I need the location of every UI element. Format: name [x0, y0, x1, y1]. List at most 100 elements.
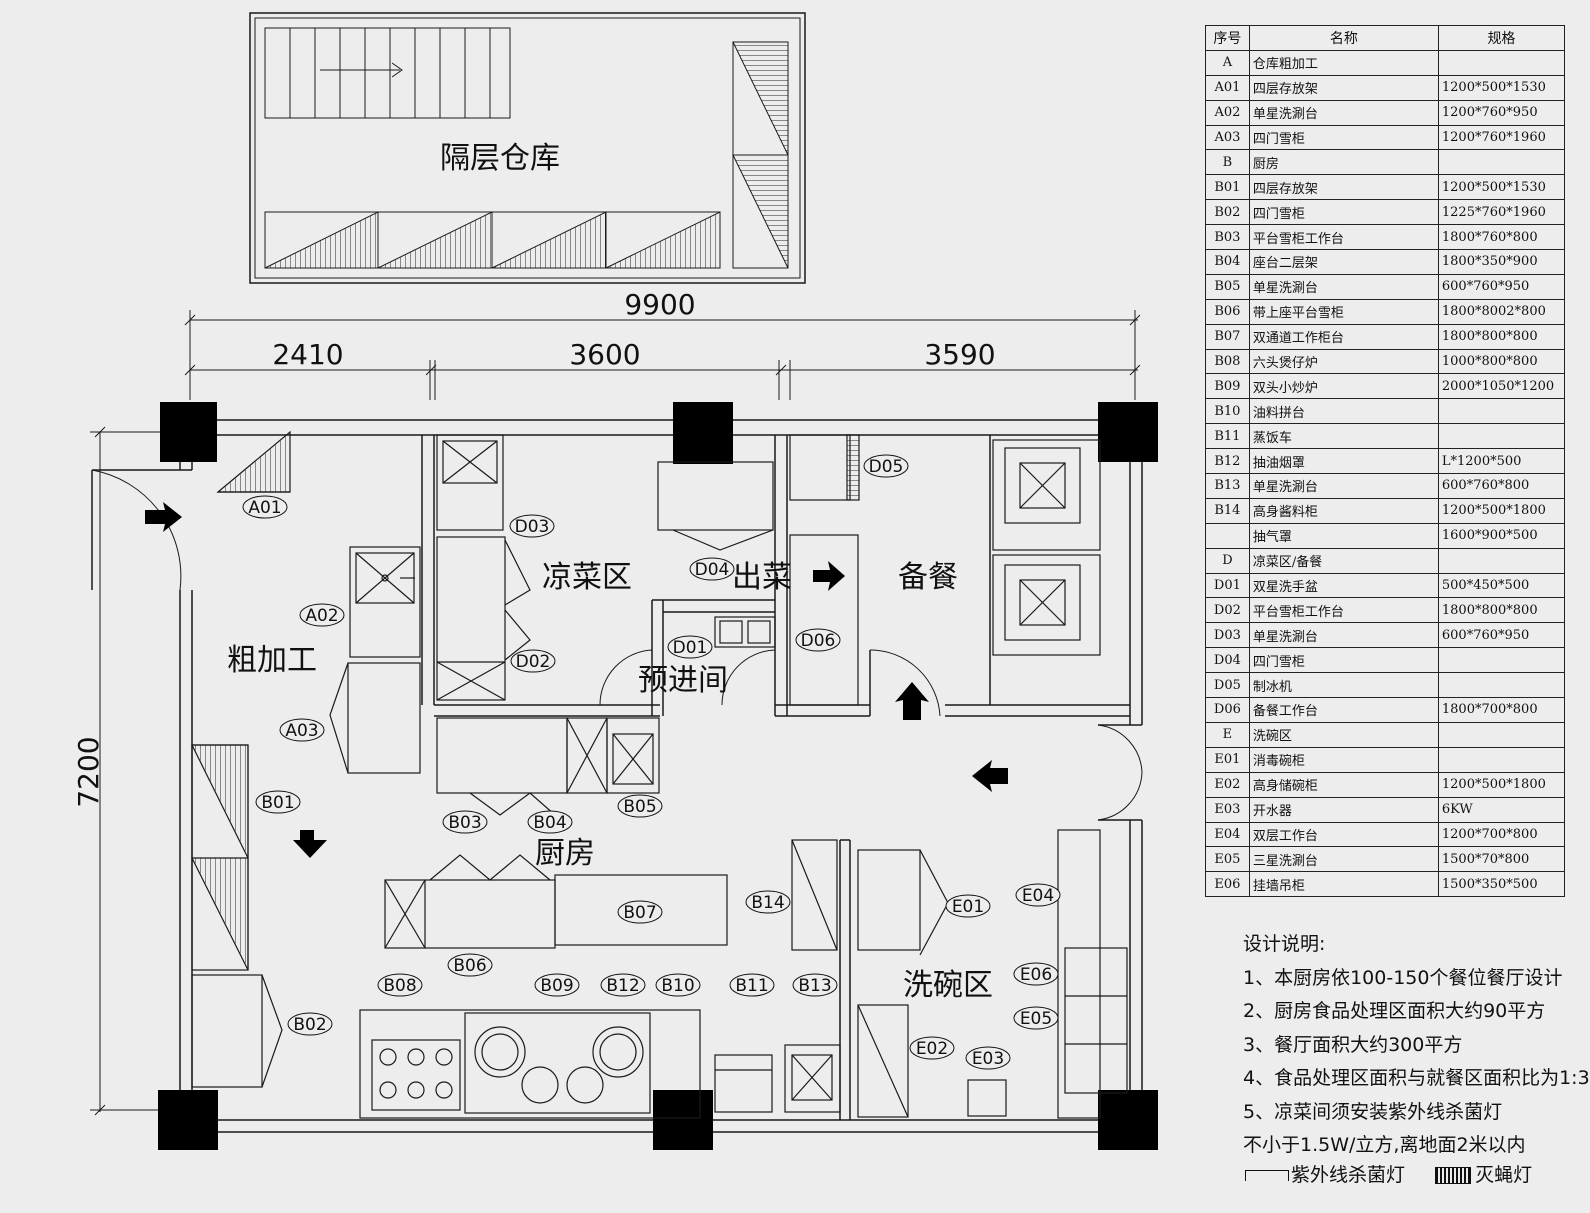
row-name: 平台雪柜工作台 [1248, 224, 1439, 251]
partitions [421, 435, 1130, 1120]
mezzanine-warehouse [249, 12, 806, 284]
dim-seg-3: 3590 [924, 338, 995, 371]
equipment-tag-b12: B12 [600, 973, 646, 997]
equipment-tag-b06: B06 [447, 953, 493, 977]
row-name: 抽气罩 [1248, 522, 1439, 549]
tag-text: B06 [453, 956, 486, 976]
tag-bubble [729, 973, 775, 997]
row-spec [1437, 49, 1566, 76]
equipment-tag-e06: E06 [1013, 962, 1059, 986]
equipment-tag-e05: E05 [1013, 1006, 1059, 1030]
row-spec [1437, 547, 1566, 574]
row-spec: 1500*70*800 [1437, 846, 1566, 873]
tag-text: B10 [661, 976, 694, 996]
row-spec: 1200*760*1960 [1437, 124, 1566, 151]
row-index: D04 [1205, 647, 1250, 674]
tag-bubble [534, 973, 580, 997]
note-line-3: 3、餐厅面积大约300平方 [1243, 1033, 1463, 1056]
equipment-tag-d04: D04 [689, 557, 735, 581]
row-name: 四层存放架 [1248, 174, 1439, 201]
row-spec: 600*760*950 [1437, 622, 1566, 649]
tag-bubble [745, 890, 791, 914]
row-index: E03 [1205, 796, 1250, 823]
row-name: 洗碗区 [1248, 721, 1439, 748]
tag-text: E06 [1020, 965, 1052, 985]
row-index: A03 [1205, 124, 1250, 151]
row-index: D06 [1205, 697, 1250, 723]
dim-seg-1: 2410 [272, 338, 343, 371]
row-spec: 500*450*500 [1437, 572, 1566, 599]
tag-text: E04 [1022, 886, 1054, 906]
note-line-5: 5、凉菜间须安装紫外线杀菌灯 [1243, 1100, 1503, 1123]
equipment-tag-e03: E03 [965, 1046, 1011, 1070]
row-name: 凉菜区/备餐 [1248, 547, 1439, 574]
row-index: E01 [1205, 746, 1250, 773]
row-index: B [1205, 149, 1250, 176]
tag-bubble [667, 635, 713, 659]
row-spec: 1000*800*800 [1437, 348, 1566, 375]
tag-text: B05 [623, 797, 656, 817]
row-index: D05 [1205, 672, 1250, 699]
tag-text: E05 [1020, 1009, 1052, 1029]
row-name: 蒸饭车 [1248, 423, 1439, 450]
dim-total-width: 9900 [624, 288, 695, 321]
row-name: 高身储碗柜 [1248, 771, 1439, 798]
row-index: D03 [1205, 622, 1250, 649]
tag-bubble [965, 1046, 1011, 1070]
row-spec [1437, 721, 1566, 748]
tag-bubble [527, 810, 573, 834]
row-name: 平台雪柜工作台 [1248, 597, 1439, 624]
row-spec: L*1200*500 [1437, 448, 1566, 475]
room-dishwashing: 洗碗区 [903, 968, 993, 1003]
tag-bubble [1015, 883, 1061, 907]
equipment-tag-b13: B13 [792, 973, 838, 997]
tag-text: B07 [623, 903, 656, 923]
equipment-tag-b05: B05 [617, 794, 663, 818]
row-index: B08 [1205, 348, 1250, 375]
tag-bubble [617, 900, 663, 924]
equipment-tag-b02: B02 [287, 1012, 333, 1036]
flow-arrows [145, 502, 1008, 858]
tag-bubble [795, 628, 841, 652]
tag-text: B04 [533, 813, 566, 833]
header-index: 序号 [1205, 25, 1250, 51]
row-index: A02 [1205, 99, 1250, 126]
equipment-tag-b09: B09 [534, 973, 580, 997]
legend: 紫外线杀菌灯 灭蝇灯 [1245, 1160, 1532, 1187]
equipment-tag-a02: A02 [299, 603, 345, 627]
row-name: 开水器 [1248, 796, 1439, 823]
legend-fly-label: 灭蝇灯 [1475, 1164, 1533, 1186]
table-header-row: 序号 名称 规格 [1205, 25, 1566, 51]
row-name: 四门雪柜 [1248, 647, 1439, 674]
tag-text: B14 [751, 893, 784, 913]
row-index: B11 [1205, 423, 1250, 450]
room-prep-serve: 备餐 [898, 560, 958, 595]
equipment-tag-d01: D01 [667, 635, 713, 659]
tag-text: B13 [798, 976, 831, 996]
tag-bubble [255, 790, 301, 814]
row-spec: 1800*800*800 [1437, 597, 1566, 624]
row-spec: 1800*800*800 [1437, 323, 1566, 350]
tag-bubble [509, 514, 555, 538]
equipment-tag-b01: B01 [255, 790, 301, 814]
row-index: A01 [1205, 74, 1250, 101]
row-name: 单星洗涮台 [1248, 99, 1439, 126]
tag-bubble [655, 973, 701, 997]
tag-bubble [447, 953, 493, 977]
